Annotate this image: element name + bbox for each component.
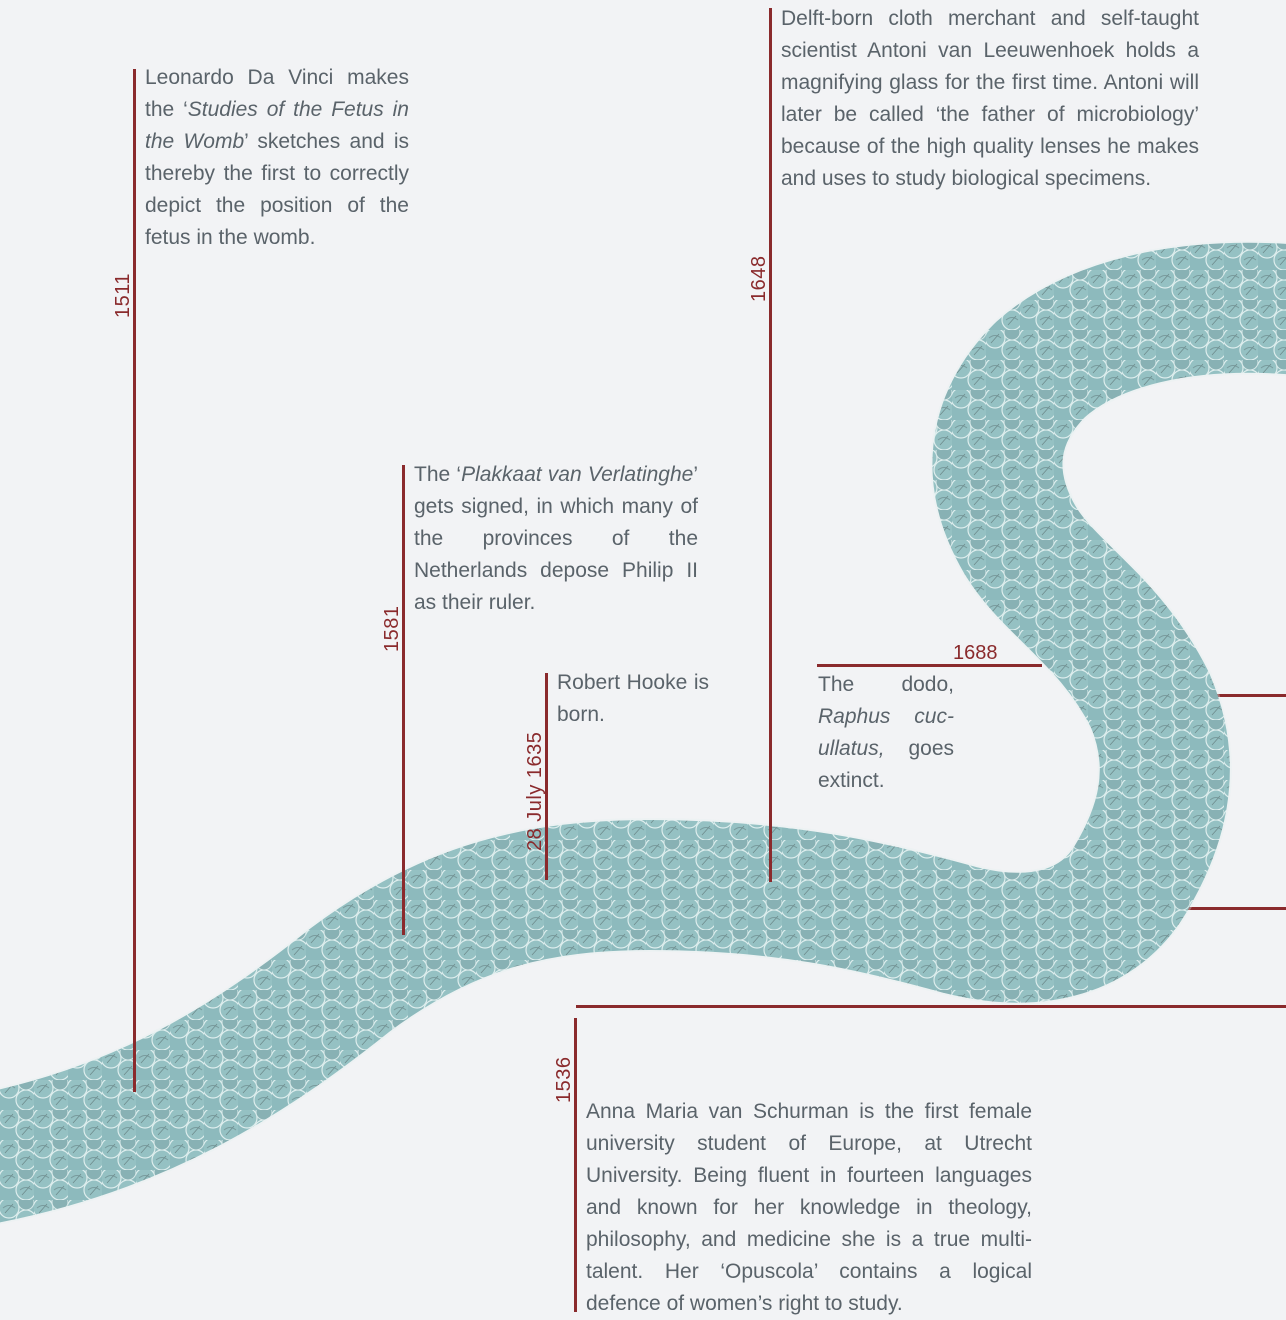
event-text-1635: Robert Hooke is born. — [557, 667, 709, 731]
year-label-1648: 1648 — [748, 256, 771, 303]
timeline-line-1581 — [402, 465, 405, 935]
year-label-1511: 1511 — [112, 273, 135, 318]
event-text-1581: The ‘Plakkaat van Verlat­inghe’ gets sig… — [414, 459, 698, 619]
event-text-1648: Delft-born cloth merchant and self-taugh… — [781, 3, 1199, 195]
year-label-1635: 28 July 1635 — [524, 732, 547, 851]
event-text-1536: Anna Maria van Schurman is the first fem… — [586, 1096, 1032, 1320]
timeline-line-1511 — [133, 69, 136, 1092]
timeline-line-1688 — [817, 664, 1042, 667]
year-label-1688: 1688 — [953, 642, 998, 665]
year-label-1581: 1581 — [381, 606, 404, 653]
timeline-line-1648 — [769, 8, 772, 882]
event-text-1688: The dodo, Raphus cuc­ullatus, goes extin… — [818, 669, 954, 797]
event-text-1511: Leonardo Da Vinci makes the ‘Studies of … — [145, 62, 409, 254]
year-label-1536: 1536 — [553, 1057, 576, 1104]
